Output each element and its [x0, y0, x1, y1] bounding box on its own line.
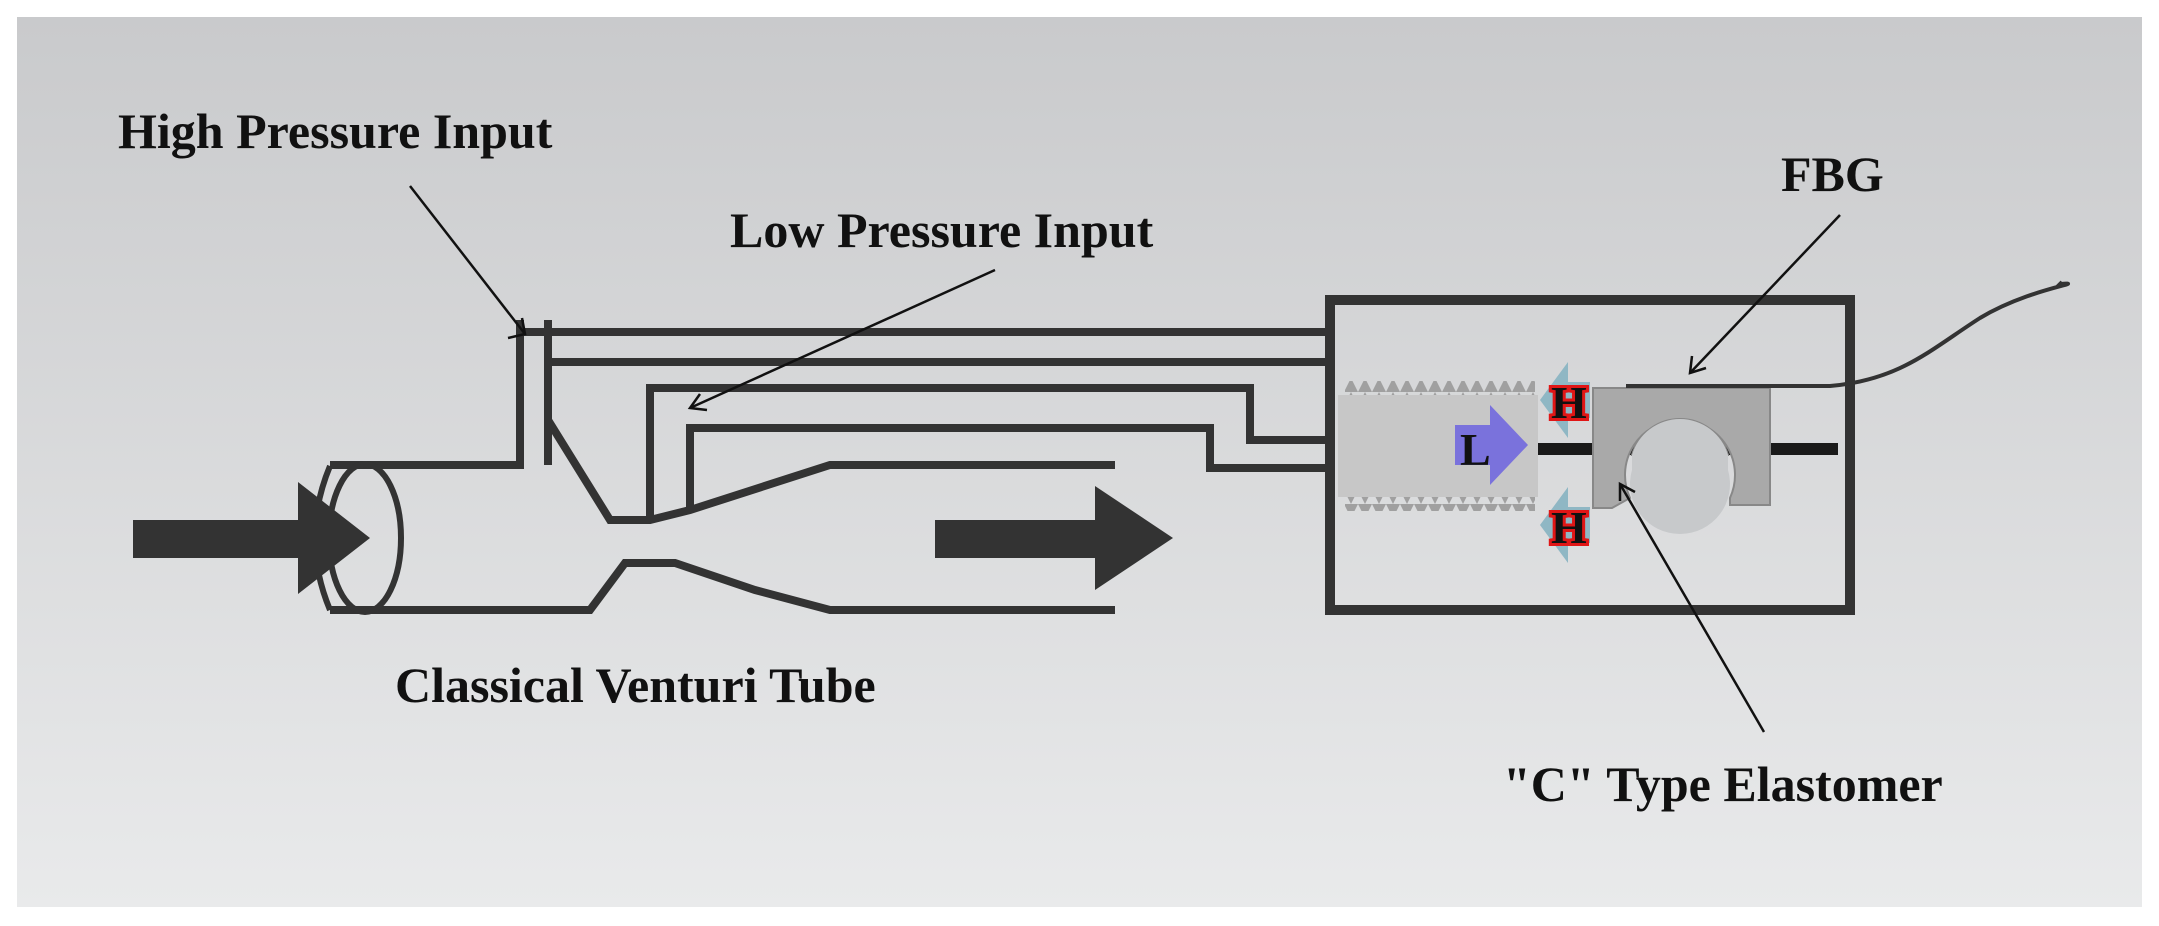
flow-arrow-out	[935, 486, 1173, 590]
sensor-housing	[1325, 280, 2070, 615]
bellows-teeth-bottom	[1345, 497, 1535, 511]
label-c-type-elastomer: "C" Type Elastomer	[1503, 756, 1943, 812]
marker-high-top: H	[1551, 377, 1587, 428]
high-pressure-inner	[544, 358, 1330, 465]
low-pressure-tap-inner	[686, 424, 1330, 510]
leader-high-pressure-head	[507, 317, 527, 340]
low-pressure-tap	[646, 384, 1330, 520]
label-high-pressure-input: High Pressure Input	[118, 103, 553, 159]
leader-low-pressure	[689, 268, 996, 410]
leader-lines	[409, 185, 1841, 733]
venturi-lower-wall	[330, 559, 1115, 614]
label-low-pressure-input: Low Pressure Input	[730, 202, 1154, 258]
fbg-fiber	[1626, 280, 2070, 388]
leader-fbg-head	[1688, 355, 1707, 375]
housing-box	[1325, 295, 1855, 615]
marker-low: L	[1460, 424, 1491, 475]
leader-low-pressure-head	[687, 393, 708, 412]
leader-elastomer-head	[1618, 481, 1636, 501]
leader-fbg	[1689, 214, 1841, 374]
label-classical-venturi-tube: Classical Venturi Tube	[395, 657, 876, 713]
marker-high-bottom: H	[1551, 502, 1587, 553]
bellows-teeth-top	[1345, 381, 1535, 395]
high-pressure-arrow-bottom	[1540, 487, 1590, 563]
leader-elastomer	[1618, 483, 1766, 733]
c-type-elastomer-gap	[1630, 419, 1730, 535]
label-fbg: FBG	[1781, 146, 1884, 202]
high-pressure-arrow-top	[1540, 362, 1590, 438]
leader-high-pressure	[409, 185, 526, 335]
flow-arrow-in	[133, 482, 370, 594]
low-pressure-arrow	[1455, 405, 1528, 485]
